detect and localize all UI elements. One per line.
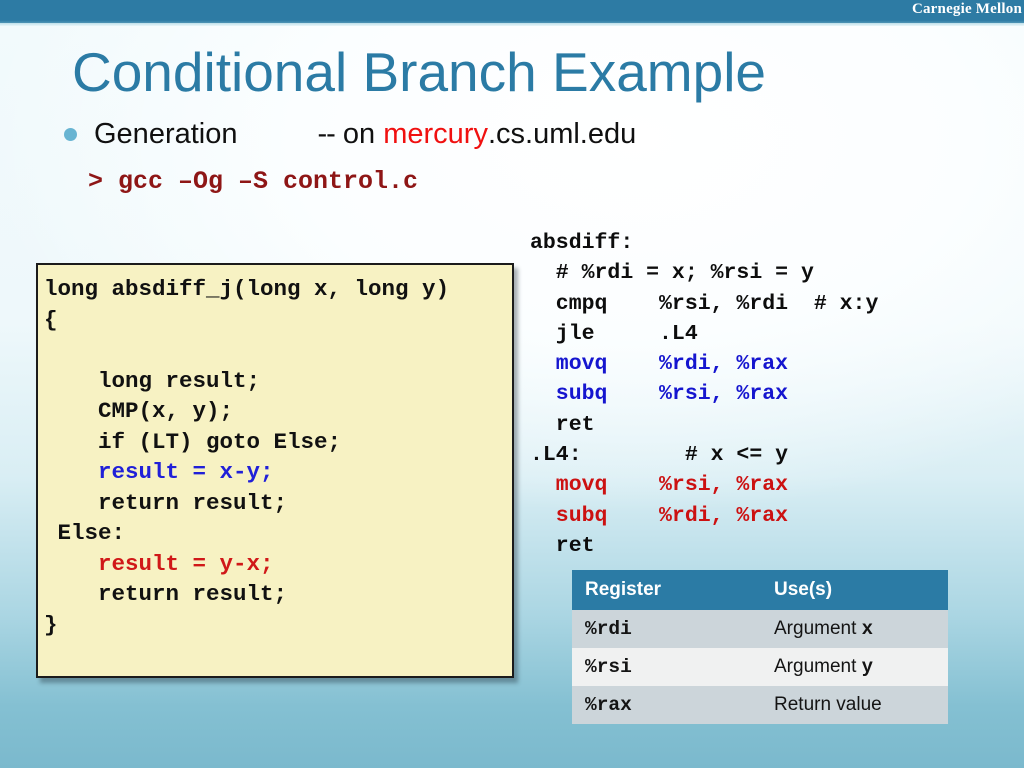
code-line: long result; — [44, 367, 261, 394]
code-line: movq %rdi, %rax — [530, 352, 789, 377]
table-header-row: Register Use(s) — [572, 570, 948, 610]
code-line: if (LT) goto Else; — [44, 428, 342, 455]
code-line: movq %rsi, %rax — [530, 473, 789, 498]
bullet-on-word: on — [342, 118, 376, 150]
code-line: CMP(x, y); — [44, 398, 234, 424]
bullet-dot-icon — [64, 128, 77, 141]
column-header-uses: Use(s) — [761, 570, 948, 610]
page-title: Conditional Branch Example — [72, 41, 766, 103]
cell-register: %rsi — [572, 648, 761, 686]
host-name: mercury — [383, 118, 488, 150]
top-banner: Carnegie Mellon — [0, 0, 1024, 23]
host-domain: .cs.uml.edu — [487, 118, 637, 150]
code-line: subq %rsi, %rax — [530, 382, 789, 407]
institution-label: Carnegie Mellon — [911, 1, 1022, 17]
code-line: result = y-x; — [44, 550, 274, 577]
c-code-panel: long absdiff_j(long x, long y) { long re… — [36, 263, 514, 678]
code-line: { — [44, 306, 58, 333]
code-line: jle .L4 — [530, 321, 698, 346]
c-code-listing: long absdiff_j(long x, long y) { long re… — [44, 274, 512, 640]
assembly-code-listing: absdiff: # %rdi = x; %rsi = y cmpq %rsi,… — [530, 228, 878, 561]
code-line: result = x-y; — [44, 459, 274, 485]
cell-register: %rdi — [572, 610, 761, 648]
code-line: ret — [530, 412, 595, 437]
banner-underline — [0, 23, 1024, 26]
code-line: Else: — [44, 520, 126, 546]
code-line: return result; — [44, 581, 288, 607]
cell-use: Return value — [761, 686, 948, 724]
argument-variable: x — [861, 618, 874, 640]
bullet-label: Generation — [94, 118, 238, 150]
code-line: return result; — [44, 489, 288, 516]
bullet-line: Generation -- on mercury .cs.uml.edu — [64, 118, 636, 151]
bullet-spacer-2 — [335, 118, 343, 151]
code-line: long absdiff_j(long x, long y) — [44, 276, 450, 302]
code-line: ret — [530, 533, 595, 558]
code-line: } — [44, 611, 58, 638]
cell-register: %rax — [572, 686, 761, 724]
code-line: absdiff: — [530, 231, 634, 255]
bullet-dashes: -- — [317, 118, 336, 150]
column-header-register: Register — [572, 570, 761, 610]
code-line: subq %rdi, %rax — [530, 503, 789, 528]
bullet-spacer-3 — [375, 118, 383, 151]
cell-use: Argument x — [761, 610, 948, 648]
code-line: # %rdi = x; %rsi = y — [530, 261, 814, 286]
code-line: .L4: # x <= y — [530, 443, 789, 468]
cell-use: Argument y — [761, 648, 948, 686]
argument-variable: y — [861, 656, 874, 678]
shell-command: > gcc –Og –S control.c — [88, 167, 419, 196]
code-line: cmpq %rsi, %rdi # x:y — [530, 291, 879, 316]
